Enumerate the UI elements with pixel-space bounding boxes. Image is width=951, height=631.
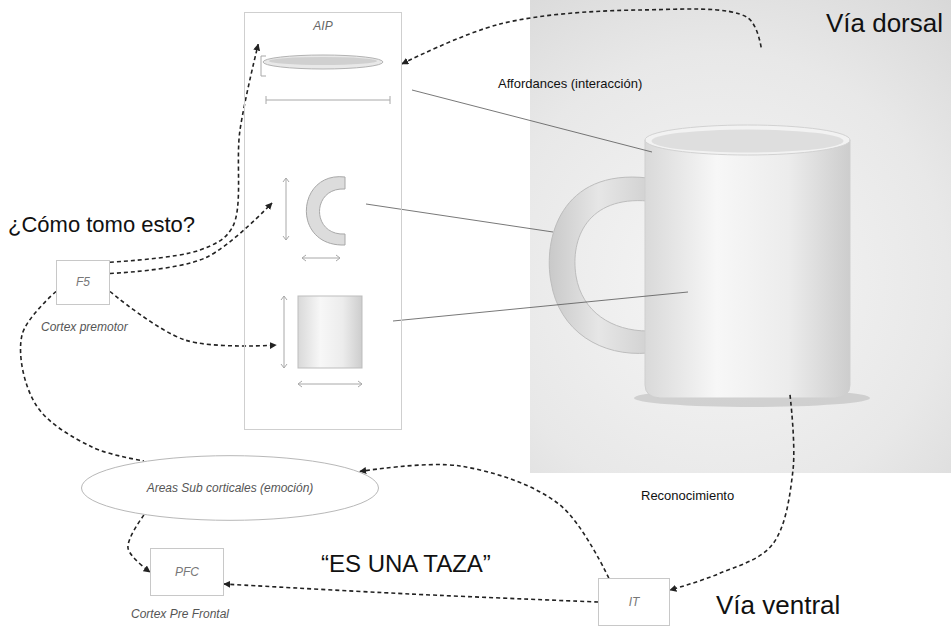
pathway-title: Vía ventral xyxy=(716,590,840,621)
brain-area-box: F5Cortex premotor xyxy=(56,260,110,305)
area-name: IT xyxy=(629,595,640,609)
mug-handle xyxy=(549,177,648,353)
leader-line xyxy=(393,292,688,321)
dimension-line xyxy=(266,96,390,104)
area-name: F5 xyxy=(76,275,90,289)
dimension-line xyxy=(298,381,362,387)
body-part xyxy=(298,296,362,368)
region-title: AIP xyxy=(245,19,401,33)
area-name: PFC xyxy=(175,565,199,579)
handle-part xyxy=(306,177,345,245)
photo-panel: Vía dorsal xyxy=(530,0,951,473)
photo-background xyxy=(530,0,951,473)
brain-area-box: PFCCortex Pre Frontal xyxy=(150,548,224,596)
rim-part-inner xyxy=(269,57,377,65)
area-caption: Cortex Pre Frontal xyxy=(131,607,229,621)
edge-label: Reconocimiento xyxy=(638,488,737,504)
pathway-title: Vía dorsal xyxy=(826,8,943,39)
dashed-connector xyxy=(128,515,150,572)
area-name: Areas Sub corticales (emoción) xyxy=(147,481,314,495)
area-caption: Cortex premotor xyxy=(41,320,128,334)
rim-part xyxy=(263,55,383,69)
dimension-bracket xyxy=(261,56,266,76)
dimension-line xyxy=(302,255,340,261)
dimension-line xyxy=(283,178,289,240)
mug-opening xyxy=(652,130,844,153)
dashed-connector xyxy=(224,584,598,602)
leader-line xyxy=(412,90,652,152)
mug-body xyxy=(645,140,850,398)
question-text: ¿Cómo tomo esto? xyxy=(8,212,195,238)
mug-rim xyxy=(645,125,850,155)
dashed-connector xyxy=(402,9,761,64)
leader-line xyxy=(366,204,553,232)
subcortical-ellipse: Areas Sub corticales (emoción) xyxy=(80,455,380,521)
annotation: Affordances (interacción) xyxy=(498,76,642,92)
region-box: AIP xyxy=(244,12,402,430)
dashed-connector xyxy=(110,292,276,346)
brain-area-box: IT xyxy=(598,578,670,626)
edge-label: “ES UNA TAZA” xyxy=(318,550,494,579)
dashed-connector xyxy=(21,292,144,461)
dimension-line xyxy=(281,296,287,368)
ellipse-outline xyxy=(82,456,379,521)
